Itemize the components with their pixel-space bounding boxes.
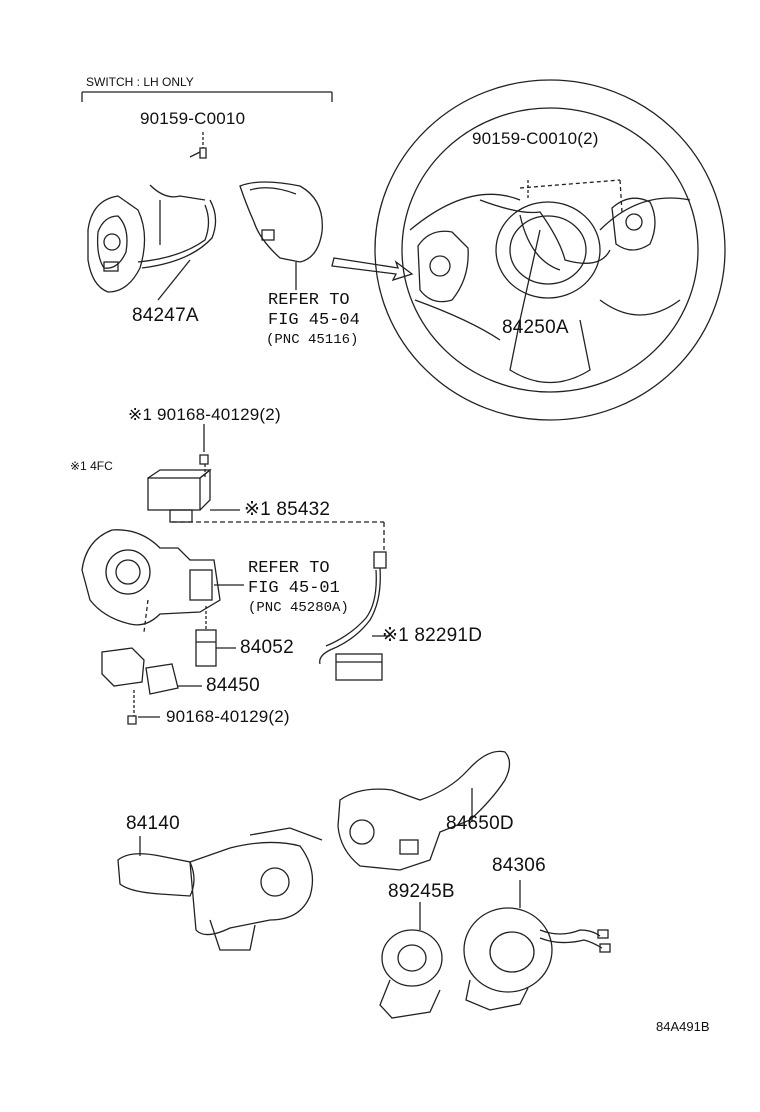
ignition-switch-body <box>81 521 385 633</box>
label-84052: 84052 <box>240 637 294 658</box>
label-84650D: 84650D <box>446 813 514 834</box>
illustration-code: 84A491B <box>656 1019 710 1034</box>
label-refer2-line1: REFER TO <box>248 559 330 578</box>
label-84250A: 84250A <box>502 317 569 338</box>
steering-wheel <box>374 79 726 421</box>
label-82291D: ※1 82291D <box>382 625 483 646</box>
screw-left <box>189 132 207 159</box>
label-90159-left: 90159-C0010 <box>140 109 246 128</box>
lh-only-bracket <box>81 91 333 102</box>
harness-82291D <box>319 551 390 681</box>
steering-switch-84247A <box>87 184 217 301</box>
label-refer1-pnc: (PNC 45116) <box>266 332 359 348</box>
label-refer1-line2: FIG 45-04 <box>268 311 360 330</box>
label-90159-right: 90159-C0010(2) <box>472 129 599 148</box>
component-84450 <box>101 647 202 725</box>
component-84140 <box>117 827 323 951</box>
label-refer1-line1: REFER TO <box>268 291 350 310</box>
component-84306 <box>463 880 611 1011</box>
switch-cover <box>239 181 323 290</box>
component-85432 <box>147 424 240 523</box>
label-refer2-pnc: (PNC 45280A) <box>248 600 349 616</box>
component-89245B <box>379 902 443 1019</box>
note-lh-only: SWITCH : LH ONLY <box>86 75 194 89</box>
component-84650D <box>337 750 511 871</box>
label-90168-top: ※1 90168-40129(2) <box>128 405 281 424</box>
label-refer2-line2: FIG 45-01 <box>248 579 340 598</box>
note-4fc: ※1 4FC <box>70 459 113 473</box>
label-84306: 84306 <box>492 855 546 876</box>
arrow-to-wheel <box>331 257 414 282</box>
label-84450: 84450 <box>206 675 260 696</box>
label-84140: 84140 <box>126 813 180 834</box>
label-84247A: 84247A <box>132 305 199 326</box>
label-90168-bottom: 90168-40129(2) <box>166 707 290 726</box>
label-85432: ※1 85432 <box>244 499 331 520</box>
label-89245B: 89245B <box>388 881 455 902</box>
component-84052 <box>195 606 236 667</box>
